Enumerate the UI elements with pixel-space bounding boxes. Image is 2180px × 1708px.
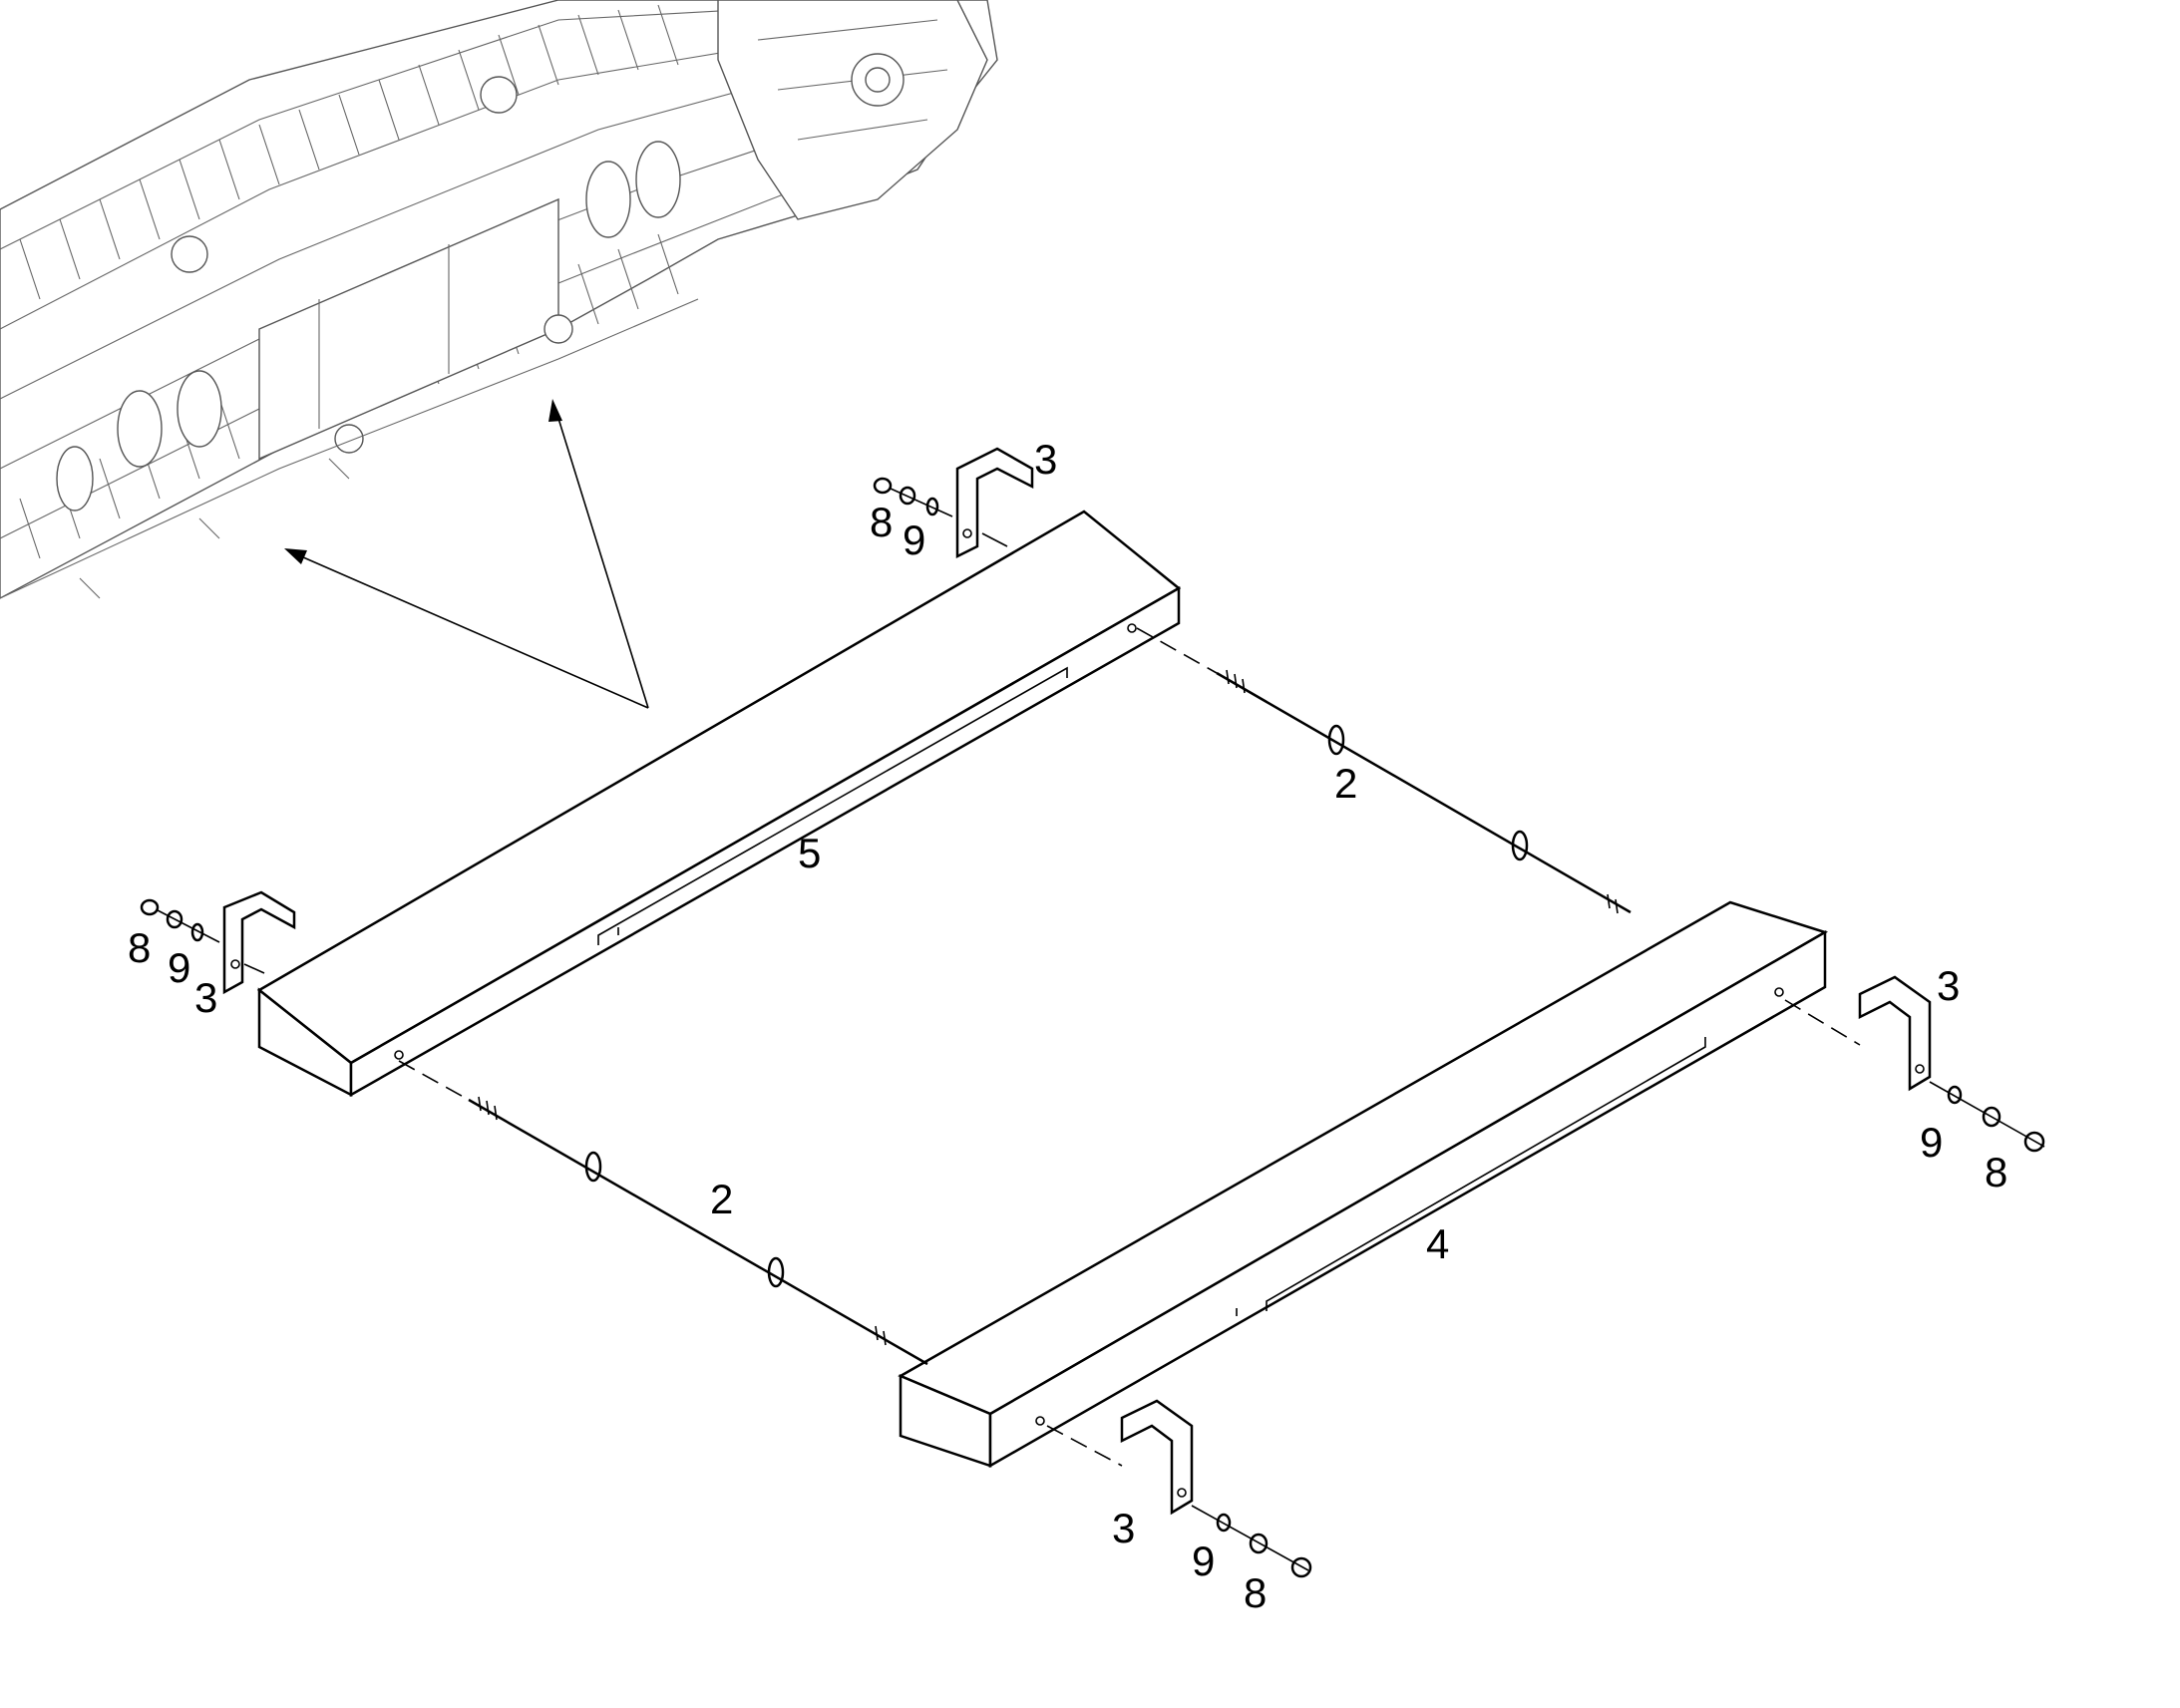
callout-top-washer: 9 <box>903 516 925 563</box>
clip-bottom <box>1046 1399 1194 1516</box>
callout-counterweight-rear: 5 <box>798 830 821 876</box>
tie-rod-upper <box>1136 627 1632 914</box>
arrow-head-up <box>548 399 562 422</box>
callout-right-washer: 9 <box>1920 1119 1943 1166</box>
callout-rod-lower: 2 <box>710 1176 733 1222</box>
callout-left-nut: 8 <box>128 924 151 971</box>
callout-left-clip: 3 <box>194 974 217 1021</box>
clip-left <box>222 890 296 995</box>
callout-bottom-washer: 9 <box>1192 1537 1215 1584</box>
nut-right <box>2023 1131 2045 1153</box>
washer-top-1 <box>899 486 916 506</box>
hardware-right <box>1929 1081 2045 1153</box>
machine-undercarriage-illustration <box>0 0 998 599</box>
hardware-left <box>140 898 220 943</box>
callout-left-washer: 9 <box>168 944 190 991</box>
callout-top-clip: 3 <box>1034 436 1057 483</box>
clip-top <box>955 447 1034 559</box>
counterweight-rear <box>256 510 1182 1098</box>
location-leader-arrows <box>284 399 649 709</box>
counterweight-front <box>898 900 1829 1469</box>
callout-top-nut: 8 <box>870 499 893 545</box>
washer-left-2 <box>190 922 204 942</box>
callout-rod-upper: 2 <box>1334 760 1357 807</box>
callout-right-clip: 3 <box>1937 962 1960 1009</box>
washer-top-2 <box>925 497 939 516</box>
tie-rod-lower <box>398 1060 928 1366</box>
nut-bottom <box>1290 1556 1312 1578</box>
callout-labels: 3 8 9 8 9 3 2 5 2 4 3 9 8 3 9 8 <box>128 436 2007 1616</box>
clip-right <box>1784 975 1932 1092</box>
callout-bottom-clip: 3 <box>1112 1505 1135 1551</box>
washer-left-1 <box>166 909 183 929</box>
arrow-head-left <box>284 548 307 564</box>
washer-bottom-2 <box>1249 1533 1269 1554</box>
hardware-top <box>873 477 953 517</box>
washer-bottom <box>1216 1513 1232 1533</box>
rod-lower-collar-2 <box>767 1256 785 1288</box>
washer-right-2 <box>1982 1106 2001 1128</box>
hardware-bottom <box>1191 1505 1312 1578</box>
rod-upper-collar-2 <box>1511 830 1529 861</box>
callout-right-nut: 8 <box>1985 1149 2007 1196</box>
rod-lower-collar-1 <box>584 1151 602 1183</box>
nut-top <box>873 477 893 495</box>
rod-upper-collar-1 <box>1327 724 1345 756</box>
callout-bottom-nut: 8 <box>1244 1569 1267 1616</box>
callout-counterweight-front: 4 <box>1426 1220 1449 1267</box>
nut-left <box>140 898 160 916</box>
washer-right <box>1947 1085 1963 1105</box>
